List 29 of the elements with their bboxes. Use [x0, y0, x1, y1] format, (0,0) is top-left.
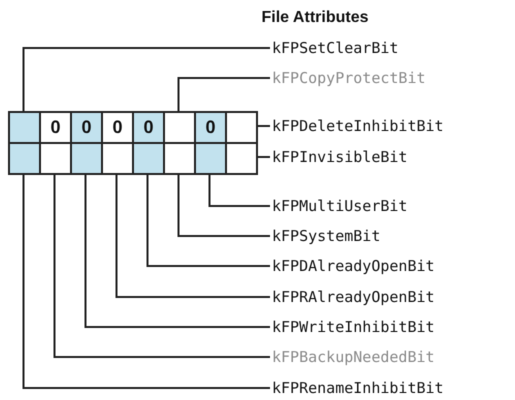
- bit-name-label: kFPRAlreadyOpenBit: [272, 286, 435, 308]
- leader-line: [146, 173, 270, 267]
- leader-line: [116, 173, 270, 298]
- leader-line: [256, 125, 270, 127]
- leader-line: [84, 173, 270, 328]
- bit-name-label: kFPSystemBit: [272, 225, 380, 247]
- bit-name-label: kFPRenameInhibitBit: [272, 377, 444, 399]
- bit-name-label: kFPDeleteInhibitBit: [272, 115, 444, 137]
- diagram-title: File Attributes: [260, 8, 370, 28]
- leader-line: [22, 47, 270, 111]
- bit-name-label: kFPBackupNeededBit: [272, 346, 435, 368]
- leader-line: [256, 156, 270, 158]
- bit-name-label: kFPCopyProtectBit: [272, 67, 426, 89]
- leader-line: [178, 77, 270, 111]
- bit-cell: [132, 142, 165, 175]
- bit-cell: [194, 142, 227, 175]
- bit-name-label: kFPMultiUserBit: [272, 195, 408, 217]
- bit-name-label: kFPDAlreadyOpenBit: [272, 255, 435, 277]
- bit-cell: [8, 142, 41, 175]
- leader-line: [54, 173, 270, 358]
- leader-line: [22, 173, 270, 389]
- bit-cell: [225, 111, 258, 144]
- bit-name-label: kFPWriteInhibitBit: [272, 316, 435, 338]
- leader-line: [178, 173, 270, 237]
- bit-cell: [70, 142, 103, 175]
- bit-name-label: kFPInvisibleBit: [272, 146, 408, 168]
- bit-cell: [225, 142, 258, 175]
- leader-line: [208, 173, 270, 207]
- bit-name-label: kFPSetClearBit: [272, 37, 398, 59]
